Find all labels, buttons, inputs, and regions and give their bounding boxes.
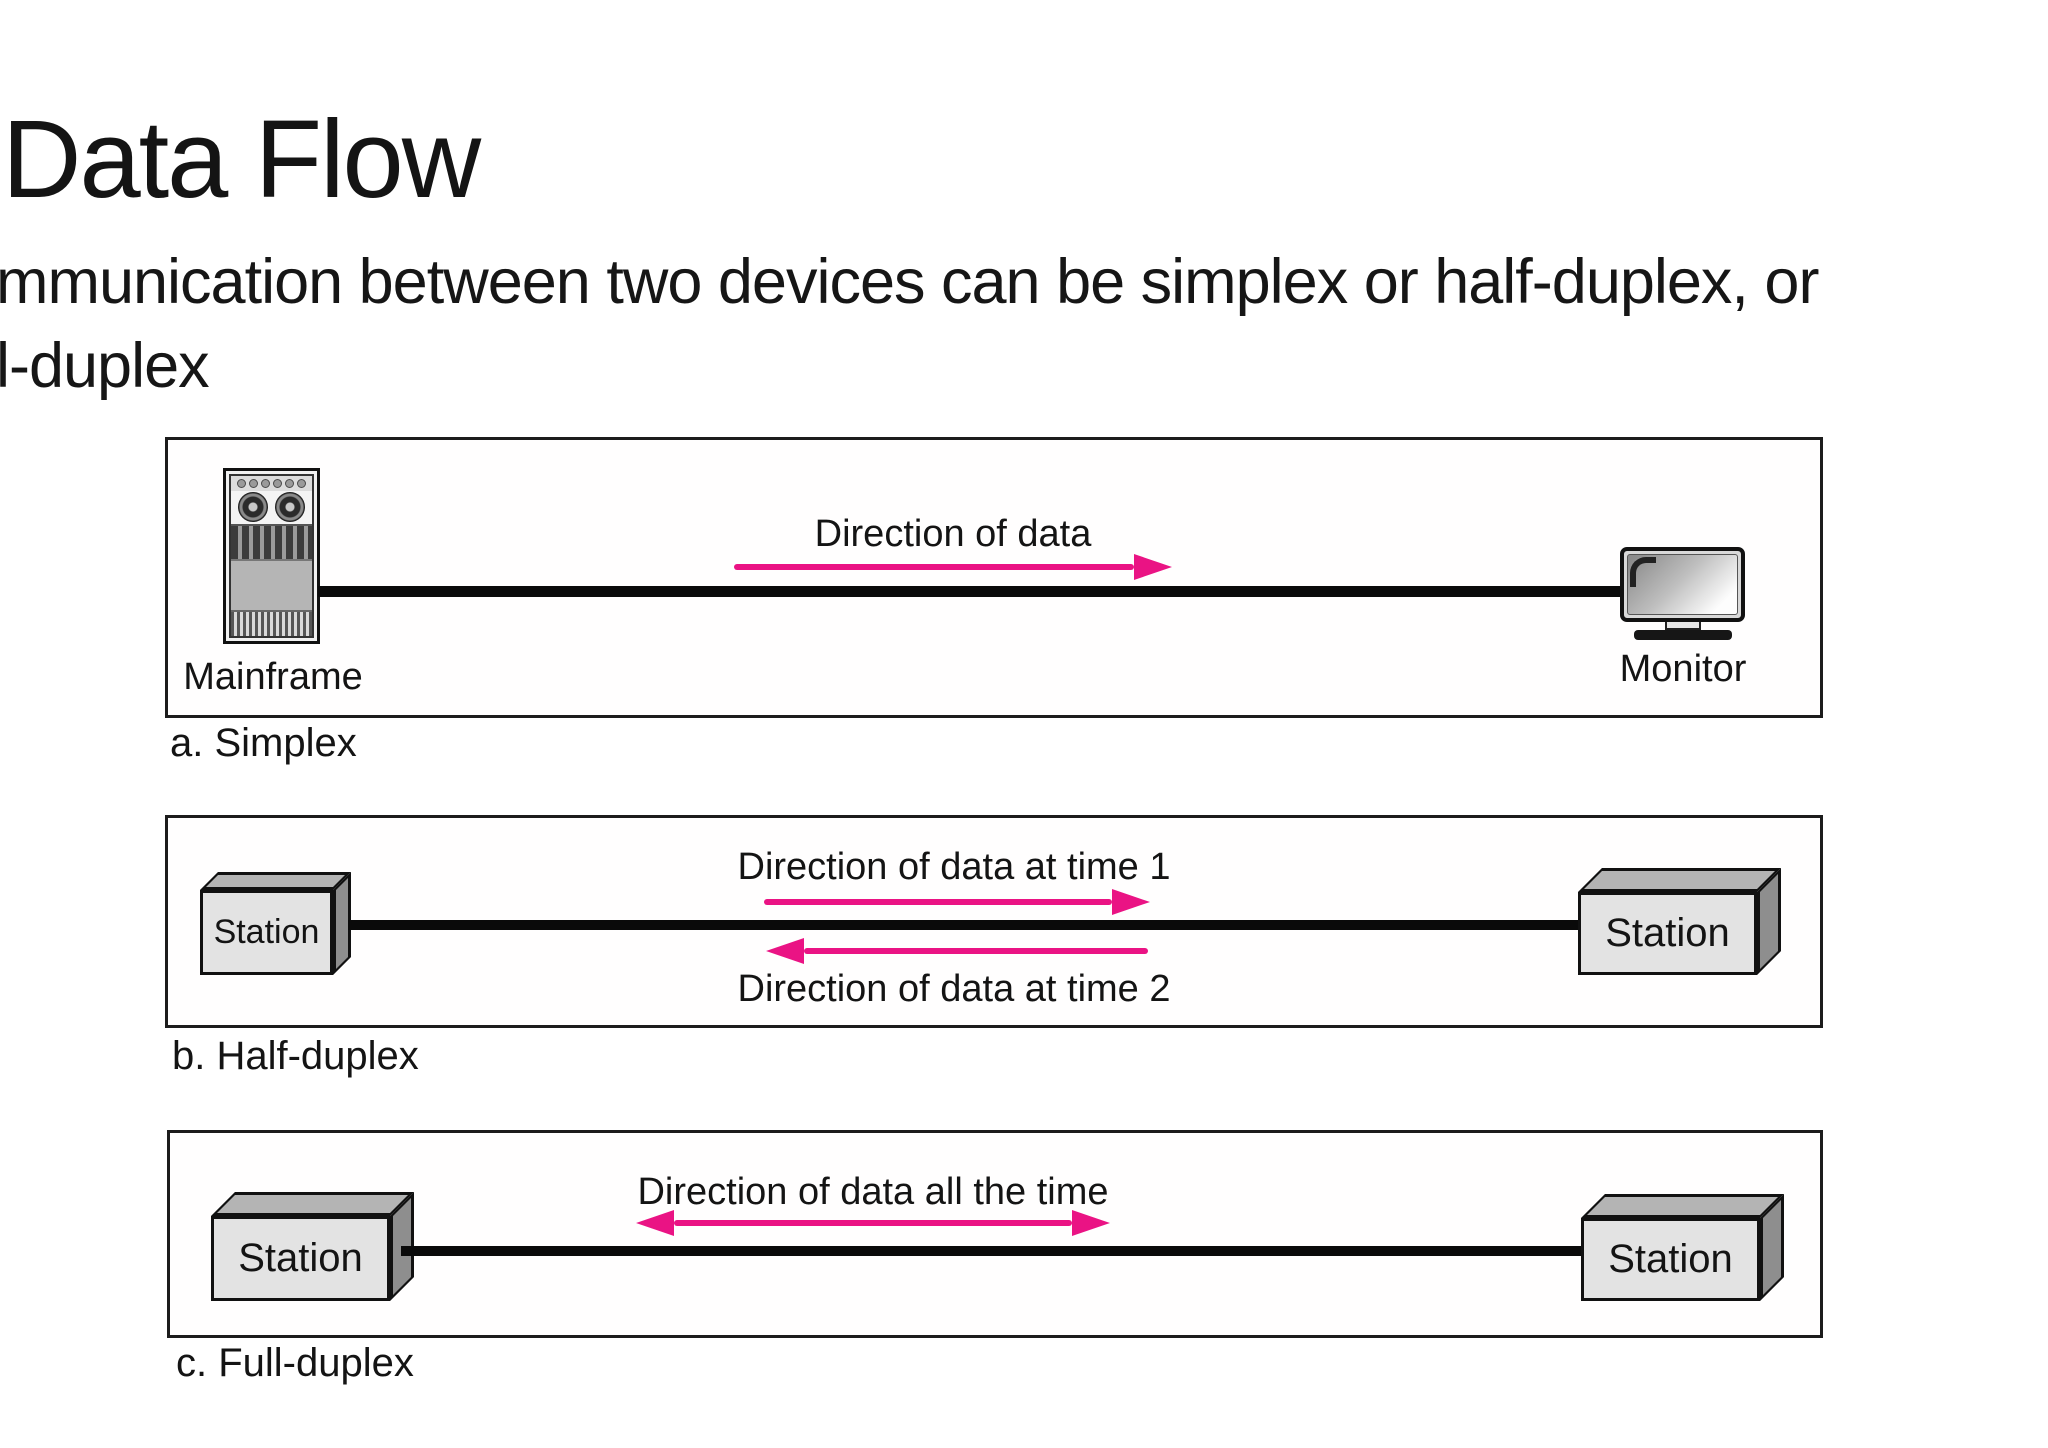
subtitle-line-1: mmunication between two devices can be s… <box>0 247 1819 317</box>
half-duplex-arrow1-label: Direction of data at time 1 <box>737 846 1171 888</box>
station-box: Station <box>1581 1218 1760 1301</box>
full-duplex-link-line <box>401 1246 1581 1256</box>
half-duplex-arrow2-line <box>804 948 1148 954</box>
station-box-top <box>211 1192 414 1216</box>
half-duplex-caption: b. Half-duplex <box>172 1034 419 1078</box>
mainframe-panel <box>231 558 312 610</box>
simplex-arrow-line <box>734 564 1134 570</box>
page-title: Data Flow <box>2 98 481 221</box>
mainframe-icon-body <box>229 474 314 638</box>
half-duplex-arrow2-label: Direction of data at time 2 <box>737 968 1171 1010</box>
full-duplex-arrow-line <box>674 1220 1072 1226</box>
monitor-icon <box>1620 547 1745 640</box>
simplex-arrow-right-icon <box>1134 554 1172 580</box>
monitor-screen <box>1627 554 1738 615</box>
monitor-neck <box>1664 622 1701 630</box>
monitor-base <box>1633 630 1732 640</box>
slide-subtitle: mmunication between two devices can be s… <box>0 240 2048 408</box>
half-duplex-arrow1-line <box>764 899 1112 905</box>
station-label: Station <box>213 913 320 951</box>
station-box-top <box>1581 1194 1784 1218</box>
station-box-top <box>200 872 351 890</box>
mainframe-slats <box>231 523 312 559</box>
full-duplex-arrow-label: Direction of data all the time <box>637 1171 1109 1213</box>
mainframe-tape-reels <box>231 490 312 524</box>
simplex-caption: a. Simplex <box>170 721 357 765</box>
mainframe-icon <box>223 468 320 644</box>
monitor-label: Monitor <box>1619 648 1747 690</box>
simplex-link-line <box>318 586 1625 597</box>
half-duplex-panel: Station Direction of data at time 1 Dire… <box>165 815 1823 1028</box>
station-box: Station <box>1578 892 1757 975</box>
simplex-panel: Mainframe Direction of data Monitor <box>165 437 1823 718</box>
station-box-top <box>1578 868 1781 892</box>
full-duplex-caption: c. Full-duplex <box>176 1341 414 1385</box>
station-label: Station <box>1605 911 1730 955</box>
half-duplex-arrow2-left-icon <box>766 938 804 964</box>
subtitle-line-2: l-duplex <box>0 331 210 401</box>
monitor-glare <box>1630 557 1656 587</box>
mainframe-vent-holes <box>231 476 312 491</box>
half-duplex-arrow1-right-icon <box>1112 889 1150 915</box>
station-box: Station <box>211 1216 390 1301</box>
full-duplex-arrow-right-icon <box>1072 1210 1110 1236</box>
mainframe-label: Mainframe <box>183 656 363 698</box>
monitor-bezel <box>1620 547 1745 622</box>
station-label: Station <box>1608 1237 1733 1281</box>
simplex-arrow-label: Direction of data <box>814 513 1092 555</box>
full-duplex-arrow-left-icon <box>636 1210 674 1236</box>
mainframe-grille <box>231 609 312 636</box>
station-box: Station <box>200 890 333 975</box>
full-duplex-panel: Station Direction of data all the time S… <box>167 1130 1823 1338</box>
half-duplex-link-line <box>348 920 1581 930</box>
station-label: Station <box>238 1236 363 1280</box>
